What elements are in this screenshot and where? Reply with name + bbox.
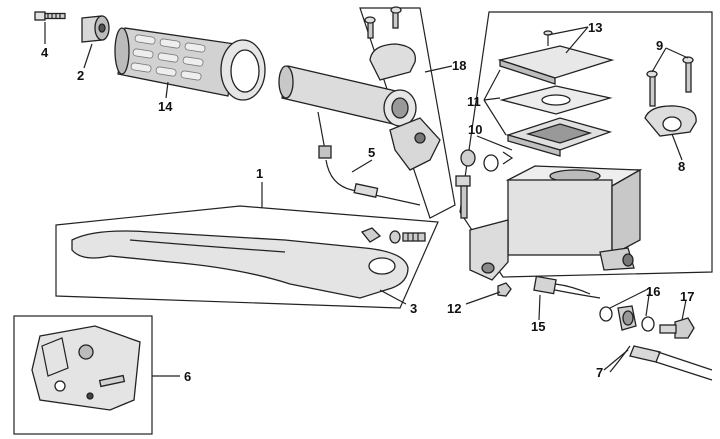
callout-14: 14 bbox=[158, 99, 173, 114]
reservoir-cover-part bbox=[497, 30, 615, 157]
callout-16: 16 bbox=[646, 284, 660, 299]
screw-part bbox=[34, 11, 66, 21]
callout-5: 5 bbox=[368, 145, 375, 160]
brake-hose-part bbox=[609, 345, 713, 381]
callout-13: 13 bbox=[588, 20, 602, 35]
callout-9: 9 bbox=[656, 38, 663, 53]
callout-6: 6 bbox=[184, 369, 191, 384]
banjo-washers-part bbox=[599, 305, 655, 332]
callout-4: 4 bbox=[41, 45, 49, 60]
master-cylinder-body-part bbox=[469, 165, 643, 281]
throttle-assembly-part bbox=[278, 6, 441, 171]
handle-grip-part bbox=[114, 27, 266, 101]
callout-3: 3 bbox=[410, 301, 417, 316]
bar-end-weight-part bbox=[81, 15, 110, 43]
callout-8: 8 bbox=[678, 159, 685, 174]
callout-1: 1 bbox=[256, 166, 263, 181]
callout-17: 17 bbox=[680, 289, 694, 304]
callout-7: 7 bbox=[596, 365, 603, 380]
nut-part bbox=[497, 282, 512, 297]
banjo-bolt-part bbox=[659, 317, 695, 339]
inset-switch-detail bbox=[31, 325, 141, 411]
lever-frame bbox=[55, 205, 439, 309]
inset-frame bbox=[13, 315, 153, 435]
handlebar-clamp-part bbox=[644, 105, 697, 137]
callout-2: 2 bbox=[77, 68, 84, 83]
pivot-bolt-part bbox=[455, 175, 471, 219]
callout-11: 11 bbox=[467, 94, 481, 109]
callout-10: 10 bbox=[468, 122, 482, 137]
clamp-screws-part bbox=[646, 56, 694, 107]
seal-part bbox=[460, 149, 514, 172]
leader-lines bbox=[44, 22, 689, 377]
callout-15: 15 bbox=[531, 319, 545, 334]
callout-18: 18 bbox=[452, 58, 466, 73]
brake-switch-part bbox=[533, 275, 601, 299]
callout-12: 12 bbox=[447, 301, 461, 316]
throttle-cable-part bbox=[317, 111, 421, 206]
brake-lever-part bbox=[71, 227, 426, 299]
